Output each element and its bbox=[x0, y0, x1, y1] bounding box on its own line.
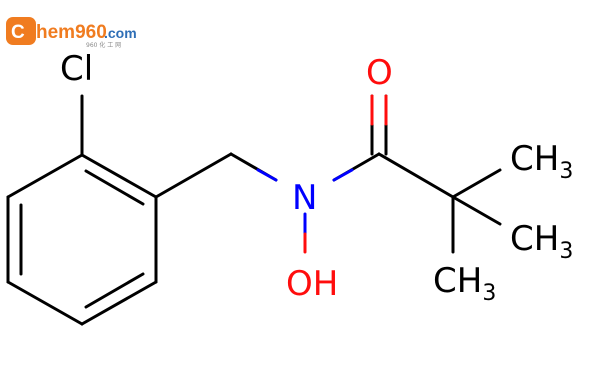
ring-bond bbox=[6, 280, 84, 326]
logo-tagline: 960 化 工 网 bbox=[86, 41, 121, 49]
bond-n-colored-halves bbox=[256, 94, 388, 182]
ring-bond bbox=[80, 153, 158, 199]
site-watermark-logo: C hem960 .com 960 化 工 网 bbox=[6, 17, 137, 49]
logo-letter: C bbox=[11, 22, 25, 43]
ring-bond bbox=[6, 153, 84, 199]
logo-brand-text: hem960 bbox=[36, 22, 107, 43]
atom-nitrogen: N bbox=[292, 178, 317, 218]
atom-chlorine: Cl bbox=[60, 49, 93, 89]
bond-carbonyl-quaternary bbox=[377, 152, 455, 199]
logo-badge bbox=[6, 17, 36, 45]
atom-carbonyl-oxygen: O bbox=[366, 53, 393, 93]
ring-bond bbox=[80, 280, 158, 326]
atom-methyl-1: CH3 bbox=[510, 139, 573, 184]
atom-labels: Cl O N OH CH3 CH3 CH3 bbox=[60, 49, 573, 306]
ring-inner-double-bond bbox=[84, 272, 145, 309]
bond-quaternary-methyl bbox=[451, 195, 502, 226]
bond-ring-ch2 bbox=[154, 152, 233, 199]
logo-domain-text: .com bbox=[104, 25, 137, 41]
atom-methyl-3: CH3 bbox=[433, 261, 496, 306]
bond-n-carbonyl-blue bbox=[332, 168, 354, 182]
atom-methyl-2: CH3 bbox=[510, 219, 573, 264]
ring-inner-double-bond bbox=[84, 169, 145, 206]
bond-ch2-n-blue bbox=[256, 168, 278, 182]
bond-lines bbox=[6, 94, 502, 326]
atom-hydroxyl: OH bbox=[286, 264, 338, 304]
bond-quaternary-methyl bbox=[451, 168, 502, 199]
